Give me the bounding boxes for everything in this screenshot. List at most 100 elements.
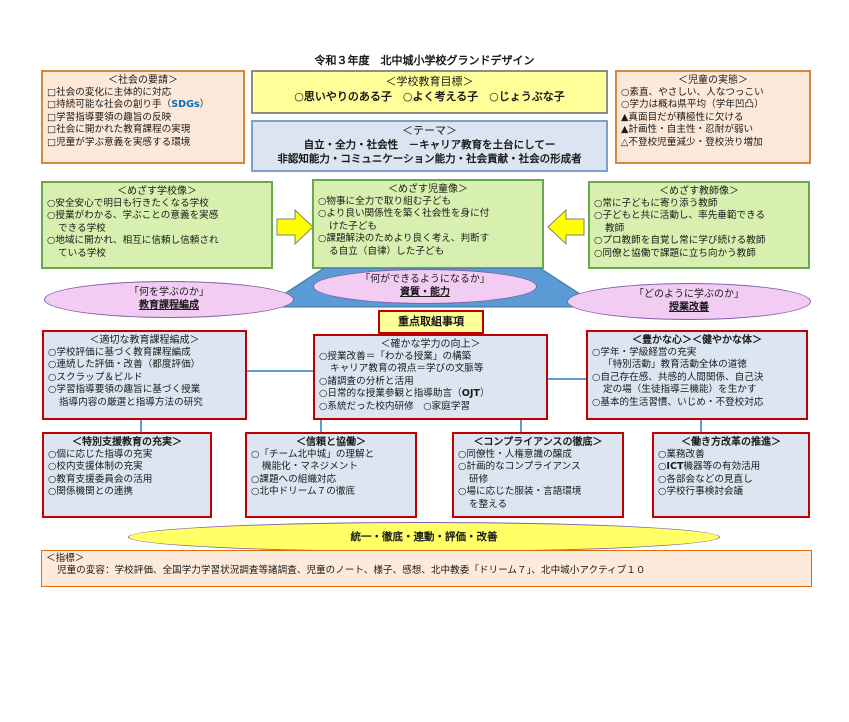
- teacher-vision-box: ＜めざす教師像＞ ○常に子どもに寄り添う教師 ○子どもと共に活動し、率先垂範でき…: [588, 181, 810, 269]
- list-item: △不登校児童減少・登校渋り増加: [621, 136, 763, 148]
- how-to-learn-answer: 授業改善: [669, 302, 709, 313]
- list-item: ○関係機関との連携: [48, 486, 134, 498]
- list-item: ○課題解決のためより良く考え、判断す: [318, 233, 490, 245]
- priority-label: 重点取組事項: [378, 310, 484, 334]
- list-item: □児童が学ぶ意義を実感する環境: [47, 136, 191, 148]
- list-item: ○スクラップ＆ビルド: [48, 371, 143, 383]
- list-item: を整える: [469, 498, 508, 510]
- child-vision-box: ＜めざす児童像＞ ○物事に全力で取り組む子ども ○より良い関係性を築く社会性を身…: [312, 179, 544, 269]
- theme-line-2: 非認知能力・コミュニケーション能力・社会貢献・社会の形成者: [277, 153, 582, 165]
- what-to-learn-question: 「何を学ぶのか」: [129, 287, 209, 298]
- connector-line: [140, 420, 142, 433]
- sdgs-label: SDGs: [171, 99, 200, 111]
- right-arrow-icon: [276, 208, 314, 246]
- list-item: 機能化・マネジメント: [262, 461, 358, 473]
- list-item: ○学校評価に基づく教育課程編成: [48, 347, 191, 358]
- theme-line-1: 自立・全力・社会性 －キャリア教育を土台にしてー: [303, 139, 556, 151]
- school-goal-text: ○思いやりのある子 ○よく考える子 ○じょうぶな子: [294, 90, 565, 103]
- list-item: ○北中ドリーム７の徹底: [251, 486, 356, 498]
- trust-box: ＜信頼と協働＞ ○「チーム北中城」の理解と 機能化・マネジメント ○課題への組織…: [245, 432, 417, 518]
- left-arrow-icon: [547, 208, 585, 246]
- list-item: 指導内容の厳選と指導方法の研究: [59, 396, 203, 408]
- list-item: ○基本的生活習慣、いじめ・不登校対応: [592, 396, 764, 408]
- list-item: 「特別活動」教育活動全体の道徳: [603, 359, 747, 371]
- list-item: ○授業改善＝「わかる授業」の構築: [319, 351, 472, 362]
- list-item: 定の場（生徒指導三機能）を生かす: [603, 384, 757, 396]
- list-item: ○地域に開かれ、相互に信頼し信頼され: [47, 235, 219, 247]
- list-item: □社会の変化に主体的に対応: [47, 87, 172, 98]
- list-item: ○計画的なコンプライアンス: [458, 461, 581, 473]
- connector-line: [247, 370, 313, 372]
- what-to-learn-answer: 教育課程編成: [139, 300, 199, 311]
- list-item: ○安全安心で明日も行きたくなる学校: [47, 198, 209, 209]
- school-goal-box: ＜学校教育目標＞ ○思いやりのある子 ○よく考える子 ○じょうぶな子: [251, 70, 608, 114]
- curriculum-title: ＜適切な教育課程編成＞: [89, 335, 200, 346]
- list-item: できる学校: [58, 222, 106, 234]
- indicator-title: ＜指標＞: [46, 553, 85, 564]
- connector-line: [320, 420, 322, 433]
- list-item: ○日常的な授業参観と指導助言（OJT）: [319, 388, 490, 400]
- theme-box: ＜テーマ＞ 自立・全力・社会性 －キャリア教育を土台にしてー 非認知能力・コミュ…: [251, 120, 608, 172]
- list-item: ○業務改善: [658, 449, 705, 460]
- list-item: ○学習指導要領の趣旨に基づく授業: [48, 384, 201, 396]
- list-item: ○個に応じた指導の充実: [48, 449, 153, 460]
- academic-title: ＜確かな学力の向上＞: [380, 339, 481, 350]
- social-demand-title: ＜社会の要請＞: [108, 75, 178, 86]
- list-item: る自立（自律）した子ども: [329, 245, 445, 257]
- list-item: ○同僚性・人権意識の醸成: [458, 449, 572, 460]
- compliance-title: ＜コンプライアンスの徹底＞: [473, 437, 603, 448]
- list-item: けた子ども: [329, 220, 377, 232]
- list-item: ○ICT機器等の有効活用: [658, 461, 761, 473]
- what-can-do-question: 「何ができるようになるか」: [360, 274, 490, 285]
- list-item: ○自己存在感、共感的人間関係、自己決: [592, 371, 764, 383]
- ojt-label: OJT: [461, 388, 480, 400]
- social-demand-box: ＜社会の要請＞ □社会の変化に主体的に対応 □持続可能な社会の創り手（SDGs）…: [41, 70, 245, 164]
- list-item: ○課題への組織対応: [251, 473, 337, 485]
- list-item: ○場に応じた服装・言語環境: [458, 486, 582, 498]
- list-item: □社会に開かれた教育課程の実現: [47, 124, 191, 136]
- what-can-do-answer: 資質・能力: [400, 287, 450, 298]
- compliance-box: ＜コンプライアンスの徹底＞ ○同僚性・人権意識の醸成 ○計画的なコンプライアンス…: [452, 432, 624, 518]
- list-item: ている学校: [58, 247, 106, 259]
- heart-body-title: ＜豊かな心＞＜健やかな体＞: [632, 335, 762, 346]
- curriculum-box: ＜適切な教育課程編成＞ ○学校評価に基づく教育課程編成 ○連続した評価・改善（都…: [42, 330, 247, 420]
- children-status-box: ＜児童の実態＞ ○素直、やさしい、人なつっこい ○学力は概ね県平均（学年凹凸） …: [615, 70, 811, 164]
- list-item: □学習指導要領の趣旨の反映: [47, 111, 172, 123]
- list-item: ○子どもと共に活動し、率先垂範できる: [594, 210, 766, 222]
- special-support-box: ＜特別支援教育の充実＞ ○個に応じた指導の充実 ○校内支援体制の充実 ○教育支援…: [42, 432, 212, 518]
- connector-line: [520, 420, 522, 433]
- list-item: キャリア教育の視点＝学びの文脈等: [330, 363, 484, 375]
- list-item: 教師: [605, 222, 625, 234]
- list-item: ○連続した評価・改善（都度評価）: [48, 359, 201, 371]
- teacher-vision-title: ＜めざす教師像＞: [659, 186, 739, 197]
- list-item: ○学校行事検討会議: [658, 486, 744, 498]
- list-item: 研修: [469, 473, 489, 485]
- indicator-box: ＜指標＞ 児童の変容：学校評価、全国学力学習状況調査等諸調査、児童のノート、様子…: [41, 550, 812, 587]
- workstyle-box: ＜働き方改革の推進＞ ○業務改善 ○ICT機器等の有効活用 ○各部会などの見直し…: [652, 432, 810, 518]
- school-vision-box: ＜めざす学校像＞ ○安全安心で明日も行きたくなる学校 ○授業がわかる、学ぶことの…: [41, 181, 273, 269]
- list-item: ○学力は概ね県平均（学年凹凸）: [621, 99, 764, 111]
- how-to-learn-oval: 「どのように学ぶのか」 授業改善: [567, 283, 811, 320]
- list-item: ○系統だった校内研修 ○家庭学習: [319, 400, 471, 412]
- list-item: ▲真面目だが積極性に欠ける: [621, 111, 744, 123]
- list-item: ▲計画性・自主性・忍耐が弱い: [621, 124, 754, 136]
- list-item: □持続可能な社会の創り手（SDGs）: [47, 99, 210, 111]
- list-item: ○教育支援委員会の活用: [48, 473, 153, 485]
- list-item: ○校内支援体制の充実: [48, 461, 143, 473]
- workstyle-title: ＜働き方改革の推進＞: [681, 437, 781, 448]
- list-item: ○プロ教師を自覚し常に学び続ける教師: [594, 235, 766, 247]
- list-item: ○物事に全力で取り組む子ども: [318, 196, 452, 207]
- academic-box: ＜確かな学力の向上＞ ○授業改善＝「わかる授業」の構築 キャリア教育の視点＝学び…: [313, 334, 548, 420]
- indicator-text: 児童の変容：学校評価、全国学力学習状況調査等諸調査、児童のノート、様子、感想、北…: [57, 565, 646, 577]
- list-item: ○各部会などの見直し: [658, 473, 753, 485]
- school-vision-title: ＜めざす学校像＞: [117, 186, 197, 197]
- trust-title: ＜信頼と協働＞: [296, 437, 366, 448]
- unity-oval: 統一・徹底・連動・評価・改善: [128, 522, 720, 552]
- theme-title: ＜テーマ＞: [402, 124, 457, 137]
- list-item: ○より良い関係性を築く社会性を身に付: [318, 208, 490, 220]
- list-item: ○常に子どもに寄り添う教師: [594, 198, 718, 209]
- page-title: 令和３年度 北中城小学校グランドデザイン: [314, 54, 535, 67]
- heart-body-box: ＜豊かな心＞＜健やかな体＞ ○学年・学級経営の充実 「特別活動」教育活動全体の道…: [586, 330, 808, 420]
- special-support-title: ＜特別支援教育の充実＞: [72, 437, 182, 448]
- list-item: ○学年・学級経営の充実: [592, 347, 697, 358]
